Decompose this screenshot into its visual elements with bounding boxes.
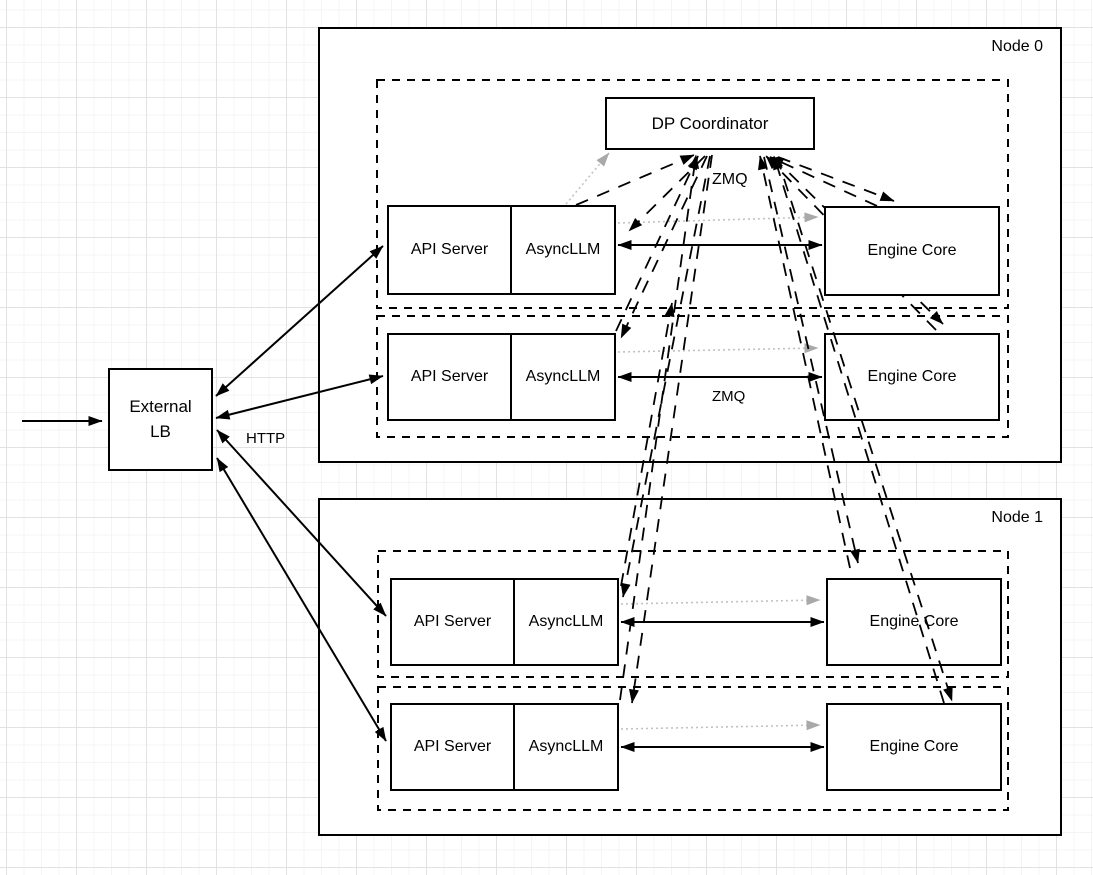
api-server-box: API Server — [410, 368, 489, 385]
asyncllm-box: AsyncLLM — [510, 335, 614, 419]
node1-engine-core-1: Engine Core — [826, 703, 1002, 791]
asyncllm-box: AsyncLLM — [510, 207, 614, 293]
external-lb-box: External LB — [108, 368, 213, 471]
asyncllm-box: AsyncLLM — [513, 580, 617, 664]
api-server-box: API Server — [413, 613, 492, 630]
node1-label: Node 1 — [991, 509, 1043, 526]
node0-engine-core-1: Engine Core — [824, 333, 1000, 421]
zmq-engine-link-label: ZMQ — [712, 388, 746, 405]
external-lb-label-line1: External — [129, 396, 192, 416]
node1-apiserver-asyncllm-0: API Server AsyncLLM — [390, 578, 619, 666]
dp-coordinator-label: DP Coordinator — [651, 113, 769, 133]
node1-apiserver-asyncllm-1: API Server AsyncLLM — [390, 703, 619, 791]
external-lb-label-line2: LB — [150, 421, 171, 441]
api-server-box: API Server — [413, 738, 492, 755]
node1-engine-core-0: Engine Core — [826, 578, 1002, 666]
asyncllm-box: AsyncLLM — [513, 705, 617, 789]
node0-engine-core-0: Engine Core — [824, 206, 1000, 296]
dp-coordinator-box: DP Coordinator — [605, 97, 815, 150]
node0-label: Node 0 — [991, 38, 1043, 55]
api-server-box: API Server — [410, 241, 489, 258]
http-label: HTTP — [246, 430, 286, 447]
node0-apiserver-asyncllm-0: API Server AsyncLLM — [387, 205, 616, 295]
zmq-coordinator-label: ZMQ — [712, 171, 748, 188]
node0-apiserver-asyncllm-1: API Server AsyncLLM — [387, 333, 616, 421]
